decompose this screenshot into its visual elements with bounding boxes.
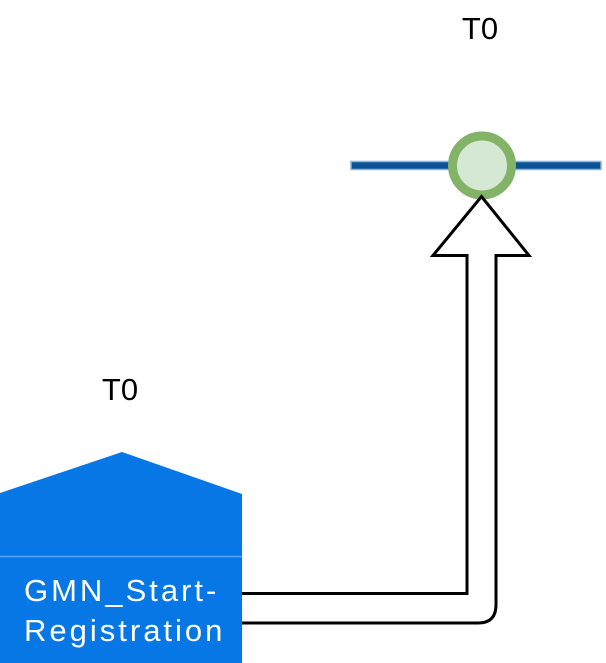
event-circle[interactable] <box>448 131 516 200</box>
start-node-title: GMN_Start- Registration <box>24 571 242 651</box>
start-node-shape[interactable] <box>0 452 242 663</box>
elbow-arrow-connector[interactable] <box>236 194 533 625</box>
timeline-event-label: T0 <box>461 11 499 46</box>
start-node-title-line2: Registration <box>24 613 226 648</box>
start-node-time-label: T0 <box>101 372 139 407</box>
start-node-title-line1: GMN_Start- <box>24 573 220 608</box>
